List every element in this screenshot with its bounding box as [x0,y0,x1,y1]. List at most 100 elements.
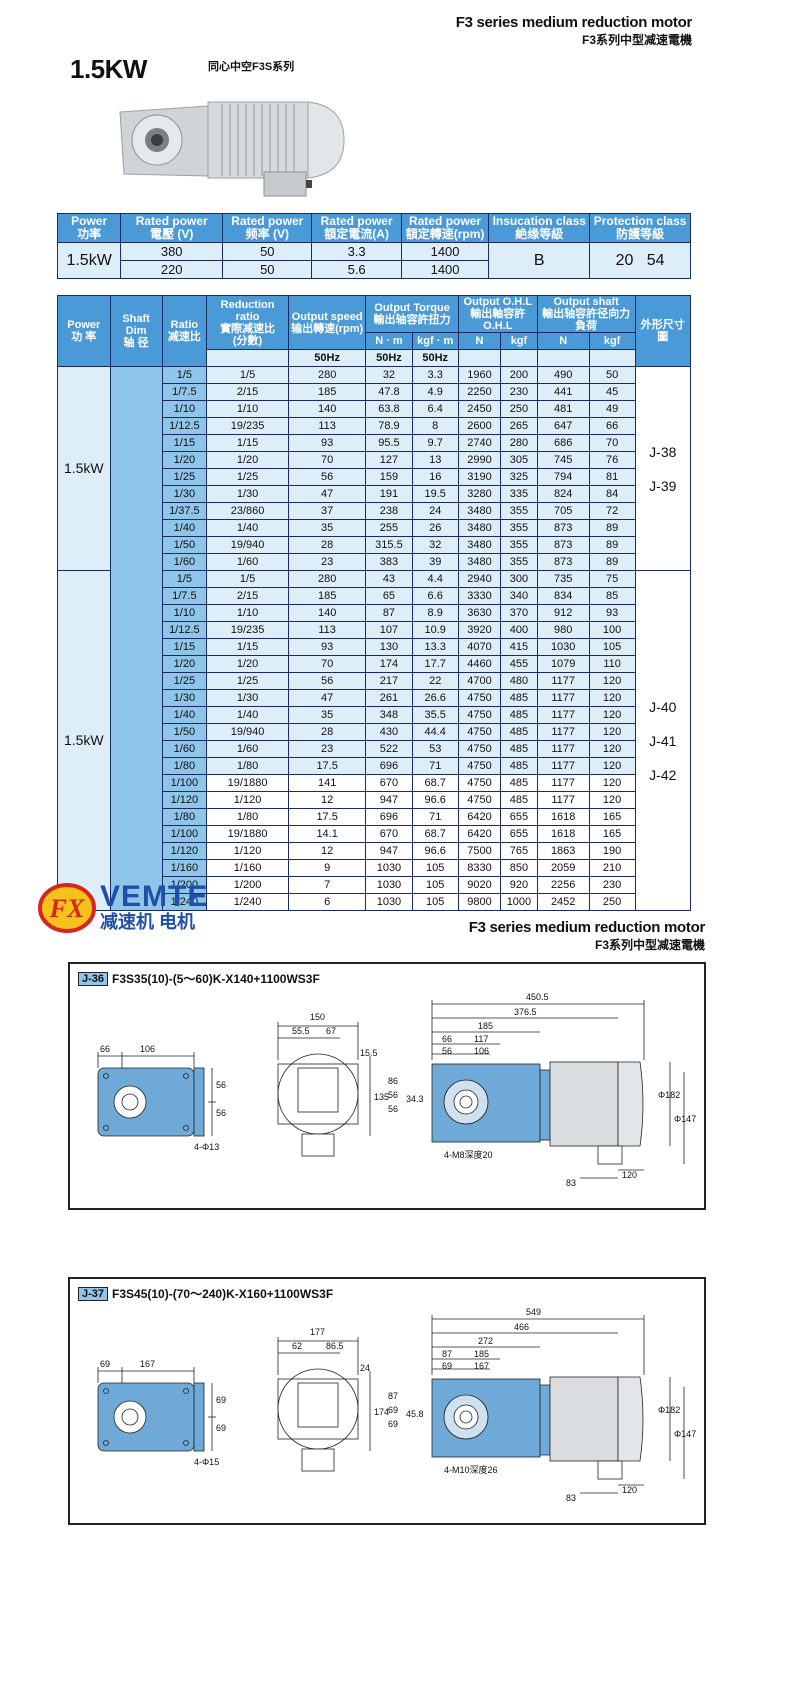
table-cell: 3480 [457,553,502,571]
table-cell: 1/5 [161,570,208,588]
table-cell: 1/5 [206,570,289,588]
table-cell: 355 [500,536,538,554]
table-cell: 230 [500,383,538,401]
table-cell: 980 [536,621,590,639]
table-cell: 35 [287,519,367,537]
table-cell: 19/235 [206,621,289,639]
table-cell: 8 [411,417,459,435]
table-cell: 71 [411,757,459,775]
table-cell: 873 [536,553,590,571]
table-cell: 93 [287,638,367,656]
table-cell: 140 [287,400,367,418]
table-cell: 190 [588,842,636,860]
table-cell: 1/30 [206,485,289,503]
table-cell: 1000 [500,893,538,911]
table-cell: 113 [287,621,367,639]
table-cell: 1/7.5 [161,383,208,401]
table-cell: 78.9 [365,417,413,435]
table-cell: 2990 [457,451,502,469]
table-cell: 19/1880 [206,825,289,843]
table-cell: 71 [411,808,459,826]
table-cell: 1/80 [161,808,208,826]
table-cell: 89 [588,536,636,554]
table-cell: 89 [588,553,636,571]
header-title-en: F3 series medium reduction motor [455,14,693,31]
table-cell: 485 [500,740,538,758]
table-cell: 47 [287,689,367,707]
spec-frequency-2: 50 [222,260,313,279]
table-cell: 4750 [457,757,502,775]
dim-label: 4-Φ15 [194,1457,220,1467]
table-cell: 120 [588,757,636,775]
table-cell: 485 [500,723,538,741]
dim-label: 56 [388,1104,399,1114]
table-cell: 89 [588,519,636,537]
perf-speed-hz: 50Hz [287,349,367,367]
table-cell: 28 [287,536,367,554]
dim-label: 177 [310,1327,326,1337]
table-cell: 230 [588,876,636,894]
table-cell: 1/12.5 [161,417,208,435]
dim-label: Φ147 [674,1429,697,1439]
table-cell: 26 [411,519,459,537]
dim-label: 185 [474,1349,490,1359]
table-cell: 47.8 [365,383,413,401]
dim-label: 56 [216,1108,227,1118]
table-cell: 1/5 [206,366,289,384]
dim-label: 549 [526,1307,542,1317]
dim-label: Φ182 [658,1090,681,1100]
perf-ohl-unit-kgf: kgf [500,332,538,350]
table-cell: 4460 [457,655,502,673]
dim-label: 69 [216,1423,227,1433]
table-cell: 141 [287,774,367,792]
table-cell: 670 [365,774,413,792]
table-cell: 485 [500,706,538,724]
dim-label: 67 [326,1026,337,1036]
table-cell: 3190 [457,468,502,486]
table-cell: 1/25 [161,672,208,690]
table-cell: 120 [588,791,636,809]
table-cell: 1079 [536,655,590,673]
table-cell: 1/240 [206,893,289,911]
table-cell: 522 [365,740,413,758]
table-cell: 1/15 [206,434,289,452]
table-cell: 3480 [457,519,502,537]
dim-label: 69 [388,1405,399,1415]
perf-torque-unit-n: N · m [365,332,413,350]
table-cell: 3920 [457,621,502,639]
table-cell: 1618 [536,808,590,826]
table-cell: 50 [588,366,636,384]
table-cell: 696 [365,808,413,826]
table-cell: 127 [365,451,413,469]
table-cell: 655 [500,808,538,826]
frame-label: J-40 [649,698,677,715]
dim-label: 4-Φ13 [194,1142,220,1152]
table-cell: 335 [500,485,538,503]
dim-label: 66 [100,1044,111,1054]
table-cell: 17.5 [287,808,367,826]
table-cell: 441 [536,383,590,401]
table-cell: 2/15 [206,383,289,401]
dim-label: 45.8 [406,1409,424,1419]
table-cell: 655 [500,825,538,843]
table-cell: 93 [287,434,367,452]
table-cell: 1/80 [161,757,208,775]
series-label: 同心中空F3S系列 [208,61,295,73]
table-cell: 4070 [457,638,502,656]
table-cell: 49 [588,400,636,418]
table-cell: 66 [588,417,636,435]
table-cell: 4700 [457,672,502,690]
table-cell: 300 [500,570,538,588]
